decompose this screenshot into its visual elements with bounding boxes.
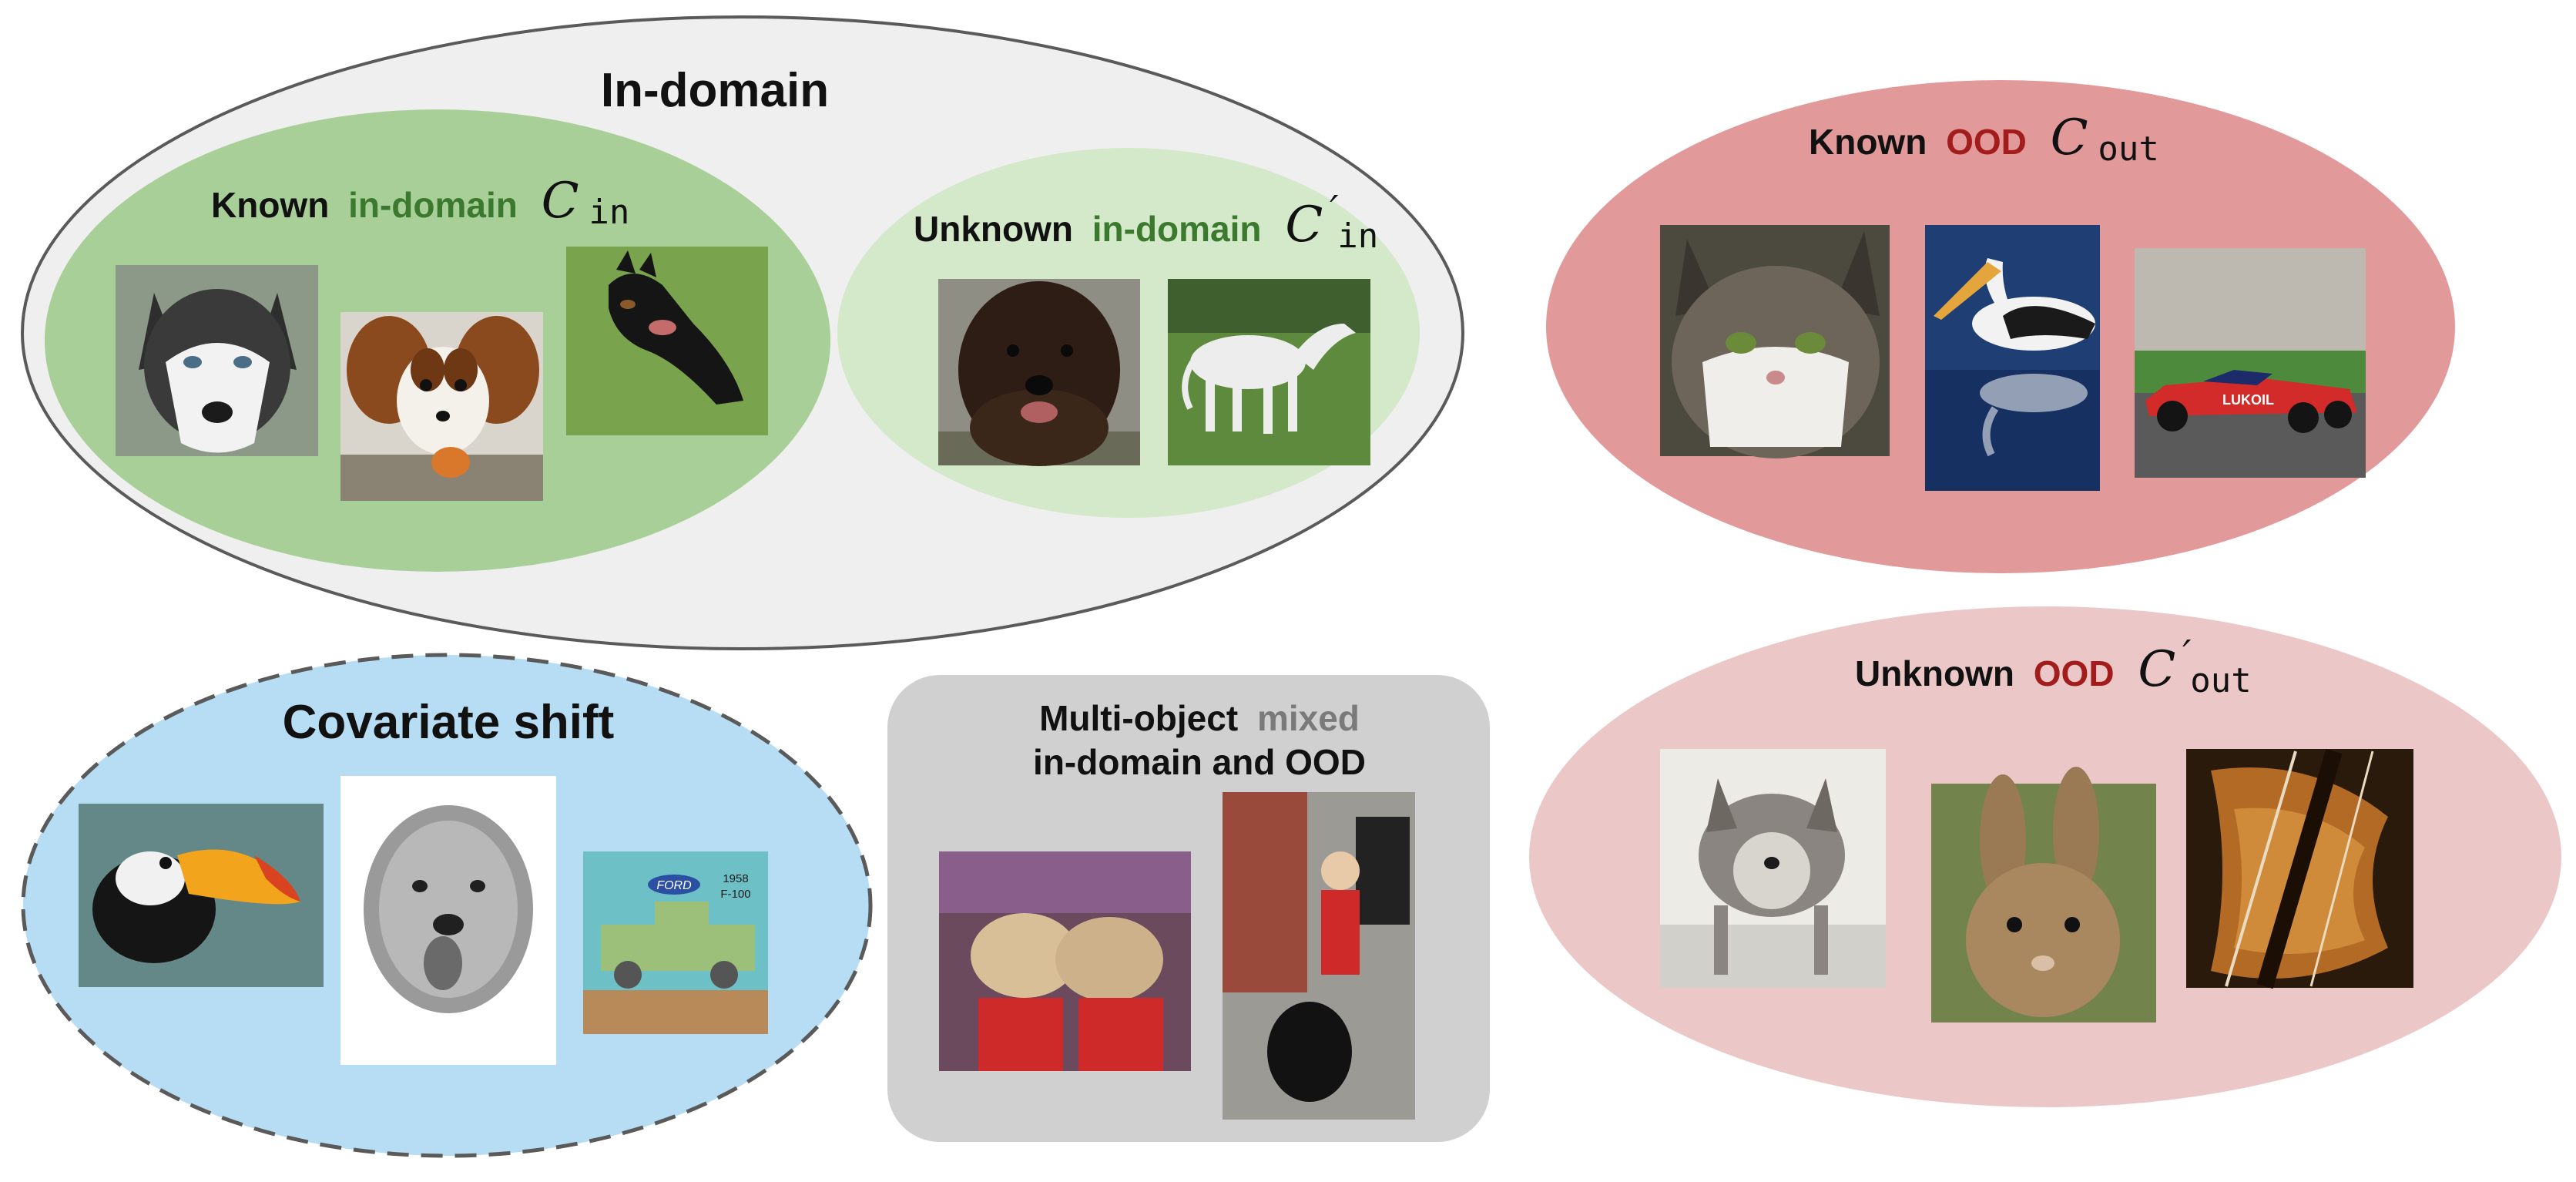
known-in-domain-group: Known in-domain C in (45, 109, 830, 572)
truck-tag-text: FORD (656, 879, 692, 892)
covariate-shift-title: Covariate shift (283, 696, 615, 749)
unknown-in-domain-label: Unknown in-domain C ′ in (914, 187, 1378, 256)
doberman-image (566, 247, 768, 435)
borzoi-image (1168, 279, 1370, 465)
known-ood-label: Known OOD C out (1809, 109, 2159, 169)
dogs-on-stools-image (939, 851, 1191, 1071)
toucan-image (79, 804, 324, 987)
cat-image (1660, 225, 1890, 458)
truck-drawing-image: FORD 1958 F-100 (583, 851, 768, 1034)
unknown-ood-label: Unknown OOD C ′ out (1855, 632, 2252, 700)
multi-object-label-line2: in-domain and OOD (1033, 742, 1366, 782)
in-domain-group: In-domain Known in-domain C in (21, 15, 1464, 650)
water-spaniel-image (938, 279, 1140, 466)
truck-year-text: 1958 (723, 872, 748, 885)
dog-sketch-image (340, 776, 556, 1065)
violin-image (2186, 748, 2413, 989)
in-domain-title: In-domain (601, 64, 829, 117)
race-car-text: LUKOIL (2222, 392, 2274, 408)
race-car-image: LUKOIL (2135, 248, 2366, 478)
covariate-shift-group: Covariate shift (21, 653, 873, 1158)
papillon-image (340, 312, 543, 501)
unknown-ood-group: Unknown OOD C ′ out (1529, 606, 2561, 1107)
known-in-domain-label: Known in-domain C in (211, 173, 629, 232)
rabbit-image (1931, 767, 2156, 1022)
husky-image (116, 265, 318, 456)
multi-object-label-line1: Multi-object mixed (1039, 698, 1360, 738)
truck-model-text: F-100 (720, 888, 750, 901)
wolf-image (1660, 749, 1886, 988)
multi-object-group: Multi-object mixed in-domain and OOD (887, 675, 1490, 1142)
child-with-dog-image (1223, 792, 1415, 1120)
unknown-in-domain-group: Unknown in-domain C ′ in (837, 148, 1420, 518)
known-ood-group: Known OOD C out (1546, 80, 2455, 573)
pelican-image (1925, 225, 2100, 491)
